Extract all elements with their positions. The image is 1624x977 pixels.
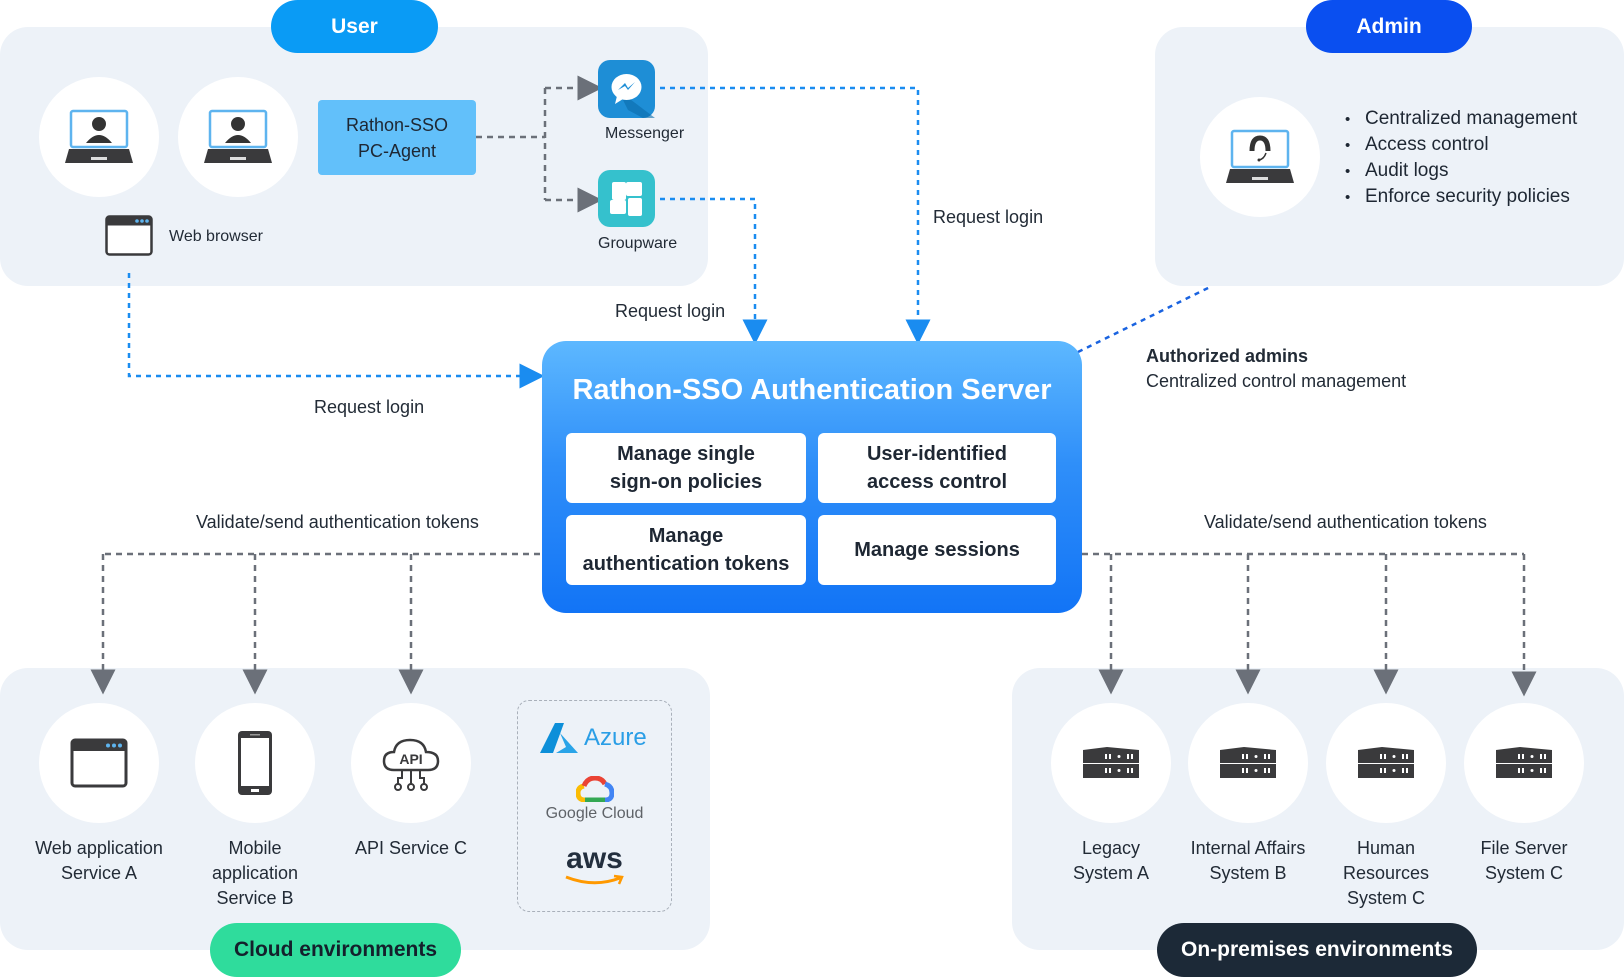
browser-login-connector — [127, 273, 545, 389]
admin-feature-list: Centralized management Access control Au… — [1345, 106, 1577, 210]
cloud-service-web-label: Web application Service A — [35, 838, 163, 883]
onprem-system-file-server-label: File Server System C — [1480, 838, 1568, 883]
user-badge: User — [271, 0, 438, 53]
cloud-token-connector — [90, 552, 540, 695]
laptop-headset-icon — [1226, 129, 1294, 183]
aws-smile-icon — [564, 874, 624, 885]
server-function-access-control: User-identified access control — [818, 433, 1056, 503]
cloud-providers-box: Azure Google Cloud aws — [517, 700, 672, 912]
pc-agent-box: Rathon-SSO PC-Agent — [318, 100, 476, 175]
server-function-tokens: Manage authentication tokens — [566, 515, 806, 585]
api-cloud-icon: API — [382, 738, 440, 791]
request-login-label-browser: Request login — [314, 397, 425, 417]
server-rack-icon — [1358, 747, 1414, 778]
svg-text:API: API — [399, 751, 422, 767]
admin-device — [1200, 97, 1320, 217]
admin-connector — [1077, 285, 1211, 354]
admin-badge: Admin — [1306, 0, 1472, 53]
aws-logo: aws — [518, 844, 671, 893]
laptop-user-icon — [65, 109, 133, 163]
authorized-admins-title: Authorized admins — [1146, 346, 1309, 366]
onprem-badge: On-premises environments — [1157, 923, 1477, 977]
cloud-service-api: API — [351, 703, 471, 823]
request-login-label-groupware: Request login — [615, 301, 726, 321]
cloud-service-mobile-label: Mobile application Service B — [211, 838, 299, 908]
messenger-label: Messenger — [605, 125, 685, 142]
server-function-sso-policies: Manage single sign-on policies — [566, 433, 806, 503]
groupware-icon[interactable] — [598, 170, 655, 227]
validate-tokens-label-left: Validate/send authentication tokens — [196, 512, 479, 532]
user-device-1 — [39, 77, 159, 197]
azure-logo: Azure — [540, 723, 647, 753]
cloud-service-api-label: API Service C — [354, 838, 468, 858]
onprem-system-legacy-label: Legacy System A — [1072, 838, 1150, 883]
admin-feature: Centralized management — [1345, 106, 1577, 132]
onprem-token-connector — [1082, 552, 1537, 697]
agent-to-apps-connector — [476, 75, 603, 213]
google-cloud-icon — [574, 775, 615, 803]
admin-feature: Enforce security policies — [1345, 184, 1577, 210]
request-login-label-messenger: Request login — [933, 207, 1044, 227]
admin-feature: Audit logs — [1345, 158, 1577, 184]
server-rack-icon — [1496, 747, 1552, 778]
server-rack-icon — [1220, 747, 1276, 778]
messenger-login-connector — [660, 86, 931, 345]
onprem-system-file-server — [1464, 703, 1584, 823]
onprem-system-internal-affairs — [1188, 703, 1308, 823]
onprem-system-hr-label: Human Resources System C — [1342, 838, 1430, 908]
server-title: Rathon-SSO Authentication Server — [572, 374, 1052, 406]
groupware-label: Groupware — [598, 235, 678, 252]
web-browser-label: Web browser — [169, 228, 263, 245]
google-cloud-logo: Google Cloud — [518, 775, 671, 823]
groupware-login-connector — [660, 197, 768, 345]
server-function-sessions: Manage sessions — [818, 515, 1056, 585]
cloud-service-mobile — [195, 703, 315, 823]
smartphone-icon — [238, 731, 272, 795]
onprem-system-internal-affairs-label: Internal Affairs System B — [1190, 838, 1306, 883]
messenger-icon[interactable] — [598, 60, 655, 118]
web-browser-icon — [105, 215, 153, 256]
azure-icon — [540, 723, 578, 753]
authentication-server: Rathon-SSO Authentication Server Manage … — [542, 341, 1082, 613]
validate-tokens-label-right: Validate/send authentication tokens — [1204, 512, 1487, 532]
cloud-badge: Cloud environments — [210, 923, 461, 977]
user-device-2 — [178, 77, 298, 197]
admin-feature: Access control — [1345, 132, 1577, 158]
onprem-system-legacy — [1051, 703, 1171, 823]
pc-agent-label: Rathon-SSO PC-Agent — [345, 114, 449, 161]
onprem-system-hr — [1326, 703, 1446, 823]
cloud-service-web — [39, 703, 159, 823]
authorized-admins-desc: Centralized control management — [1146, 371, 1407, 391]
server-rack-icon — [1083, 747, 1139, 778]
laptop-user-icon — [204, 109, 272, 163]
browser-window-icon — [70, 738, 128, 788]
